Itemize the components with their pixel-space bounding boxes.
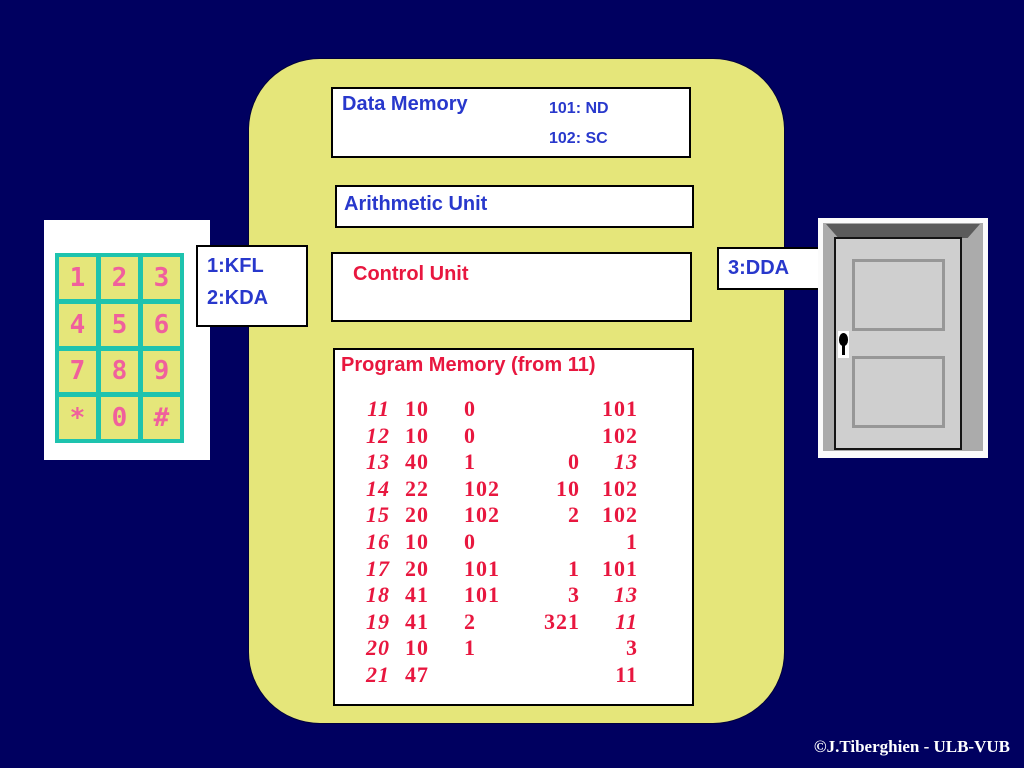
program-operand3: 102	[602, 422, 638, 448]
data-memory-title: Data Memory	[342, 93, 468, 115]
program-row-19: 19 41 2 321 11	[335, 609, 692, 636]
door-label-text: 3:DDA	[728, 257, 790, 279]
door-handle-icon	[838, 331, 849, 358]
program-opcode: 22	[405, 475, 429, 501]
program-operand2: 0	[568, 449, 580, 475]
door-leaf	[834, 237, 962, 450]
program-memory-title: Program Memory (from 11)	[341, 354, 596, 376]
program-row-20: 20 10 1 3	[335, 635, 692, 662]
door-label-box: 3:DDA	[717, 247, 827, 290]
program-addr: 17	[366, 555, 390, 581]
keypad-key-9[interactable]: 9	[143, 350, 180, 393]
program-opcode: 41	[405, 608, 429, 634]
keypad-label-line1: 1:KFL	[207, 255, 264, 277]
program-operand2: 1	[568, 555, 580, 581]
program-operand2: 10	[556, 475, 580, 501]
door-panel-top	[852, 259, 945, 331]
keypad-key-3[interactable]: 3	[143, 257, 180, 299]
door-panel-bottom	[852, 356, 945, 428]
program-operand1: 2	[464, 608, 476, 634]
program-addr: 12	[366, 422, 390, 448]
keypad-grid: 1 2 3 4 5 6 7 8 9 * 0 #	[55, 253, 184, 443]
program-row-21: 21 47 11	[335, 662, 692, 689]
program-opcode: 10	[405, 528, 429, 554]
program-addr: 16	[366, 528, 390, 554]
program-row-14: 14 22 102 10 102	[335, 476, 692, 503]
program-addr: 15	[366, 502, 390, 528]
program-row-11: 11 10 0 101	[335, 396, 692, 423]
program-operand3: 102	[602, 502, 638, 528]
program-addr: 18	[366, 582, 390, 608]
program-operand3: 3	[626, 635, 638, 661]
program-operand3: 1	[626, 528, 638, 554]
keypad-key-0[interactable]: 0	[101, 397, 138, 439]
program-memory-table: 11 10 0 101 12 10 0 102 13 40 1 0 13	[335, 396, 692, 689]
keypad-label-box: 1:KFL 2:KDA	[196, 245, 308, 327]
program-operand3: 101	[602, 396, 638, 421]
arithmetic-unit-box: Arithmetic Unit	[335, 185, 694, 228]
keypad-key-star[interactable]: *	[59, 397, 96, 439]
program-row-13: 13 40 1 0 13	[335, 449, 692, 476]
keypad-panel: 1 2 3 4 5 6 7 8 9 * 0 #	[44, 220, 210, 460]
program-operand2: 2	[568, 502, 580, 528]
program-operand2: 321	[544, 608, 580, 634]
program-row-18: 18 41 101 3 13	[335, 582, 692, 609]
program-operand3: 101	[602, 555, 638, 581]
control-unit-title: Control Unit	[353, 263, 469, 285]
keypad-key-2[interactable]: 2	[101, 257, 138, 299]
program-operand1: 0	[464, 528, 476, 554]
program-operand1: 0	[464, 396, 476, 421]
keypad-key-1[interactable]: 1	[59, 257, 96, 299]
program-row-17: 17 20 101 1 101	[335, 556, 692, 583]
program-addr: 19	[366, 608, 390, 634]
program-operand3: 11	[615, 661, 638, 687]
program-operand3: 11	[615, 608, 638, 634]
program-addr: 21	[366, 661, 390, 687]
program-operand1: 101	[464, 555, 500, 581]
keypad-key-5[interactable]: 5	[101, 303, 138, 346]
program-operand3: 13	[614, 449, 638, 475]
program-operand1: 1	[464, 449, 476, 475]
program-opcode: 41	[405, 582, 429, 608]
program-addr: 11	[367, 396, 390, 421]
program-addr: 14	[366, 475, 390, 501]
program-addr: 20	[366, 635, 390, 661]
program-operand1: 0	[464, 422, 476, 448]
program-opcode: 40	[405, 449, 429, 475]
keypad-key-4[interactable]: 4	[59, 303, 96, 346]
program-row-12: 12 10 0 102	[335, 423, 692, 450]
copyright-credit: ©J.Tiberghien - ULB-VUB	[813, 737, 1010, 756]
keypad-key-hash[interactable]: #	[143, 397, 180, 439]
program-opcode: 47	[405, 661, 429, 687]
door	[818, 218, 988, 458]
door-lintel	[826, 224, 980, 238]
program-operand3: 13	[614, 582, 638, 608]
door-knob-icon	[839, 333, 848, 346]
program-row-15: 15 20 102 2 102	[335, 502, 692, 529]
data-memory-entry-101: 101: ND	[549, 100, 609, 117]
program-memory-box: Program Memory (from 11) 11 10 0 101 12 …	[333, 348, 694, 706]
program-operand1: 1	[464, 635, 476, 661]
program-addr: 13	[366, 449, 390, 475]
program-operand1: 102	[464, 502, 500, 528]
keypad-key-8[interactable]: 8	[101, 350, 138, 393]
control-unit-box: Control Unit	[331, 252, 692, 322]
program-opcode: 20	[405, 502, 429, 528]
data-memory-entry-102: 102: SC	[549, 130, 608, 147]
program-opcode: 10	[405, 635, 429, 661]
keypad-key-6[interactable]: 6	[143, 303, 180, 346]
keypad-label-line2: 2:KDA	[207, 287, 269, 309]
program-opcode: 10	[405, 396, 429, 421]
program-opcode: 20	[405, 555, 429, 581]
arithmetic-unit-title: Arithmetic Unit	[344, 193, 488, 215]
program-opcode: 10	[405, 422, 429, 448]
program-row-16: 16 10 0 1	[335, 529, 692, 556]
program-operand3: 102	[602, 475, 638, 501]
data-memory-box: Data Memory 101: ND 102: SC	[331, 87, 691, 158]
door-handle-stem	[842, 343, 845, 355]
program-operand1: 102	[464, 475, 500, 501]
keypad-key-7[interactable]: 7	[59, 350, 96, 393]
program-operand1: 101	[464, 582, 500, 608]
program-operand2: 3	[568, 582, 580, 608]
